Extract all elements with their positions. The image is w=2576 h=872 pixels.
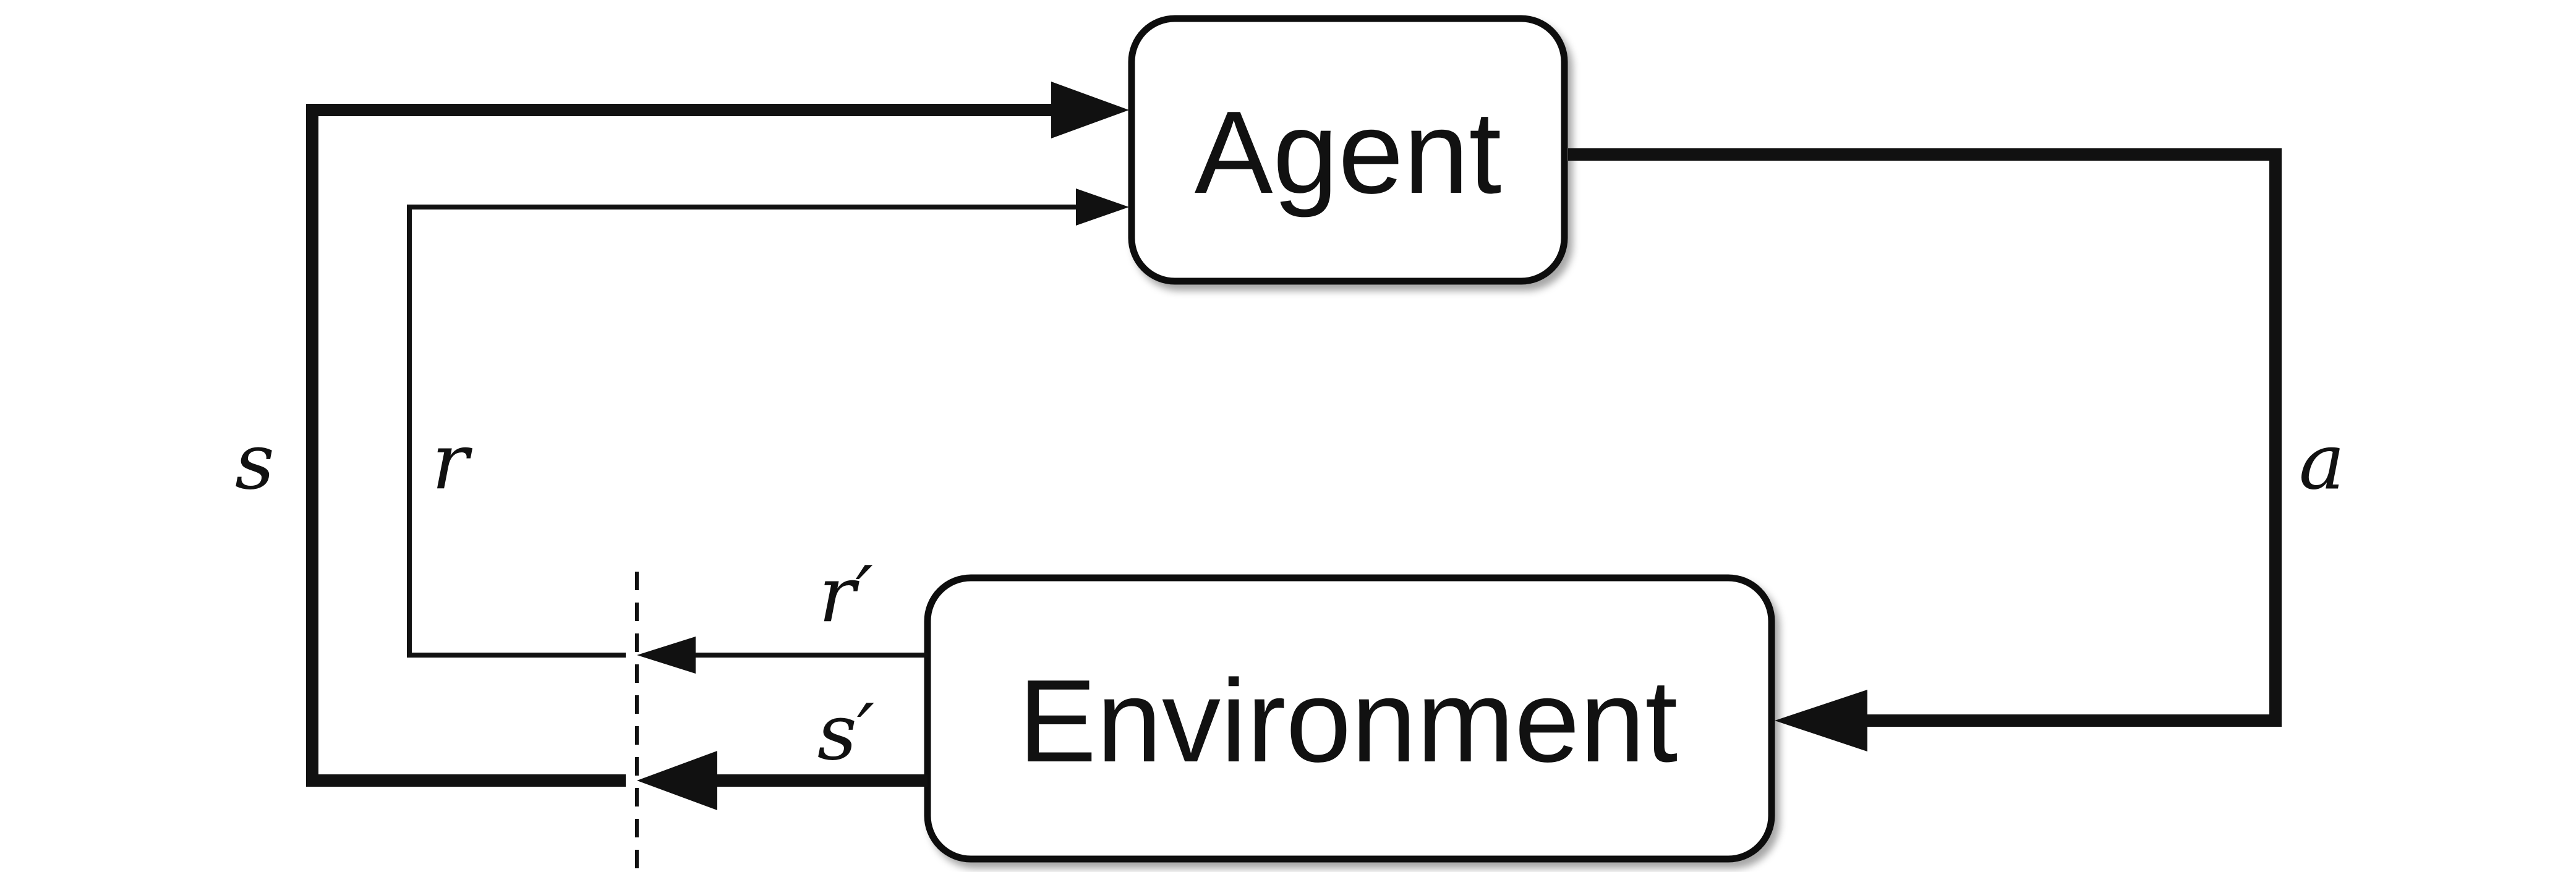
agent-node: Agent [1128, 15, 1568, 285]
reward-label: r [432, 417, 472, 507]
next-state-arrowhead [637, 751, 717, 810]
environment-box [924, 574, 1775, 863]
state-edge [306, 82, 1129, 787]
environment-node: Environment [924, 574, 1775, 863]
next-reward-arrowhead [637, 637, 696, 674]
agent-label: Agent [1195, 87, 1502, 218]
state-label: s [235, 417, 275, 507]
environment-label: Environment [1018, 656, 1678, 787]
action-line [1568, 148, 2282, 727]
agent-box [1128, 15, 1568, 285]
reward-line [407, 205, 1079, 658]
state-arrowhead [1051, 82, 1129, 138]
reward-edge [407, 188, 1129, 658]
action-arrowhead [1775, 690, 1867, 751]
reward-arrowhead [1076, 188, 1129, 226]
next-state-label: s′ [817, 688, 875, 777]
next-state-edge [637, 751, 928, 810]
state-line [306, 104, 1051, 787]
next-reward-label: r′ [819, 550, 873, 640]
action-label: a [2299, 417, 2345, 507]
next-reward-edge [637, 637, 928, 674]
action-edge [1568, 148, 2282, 751]
